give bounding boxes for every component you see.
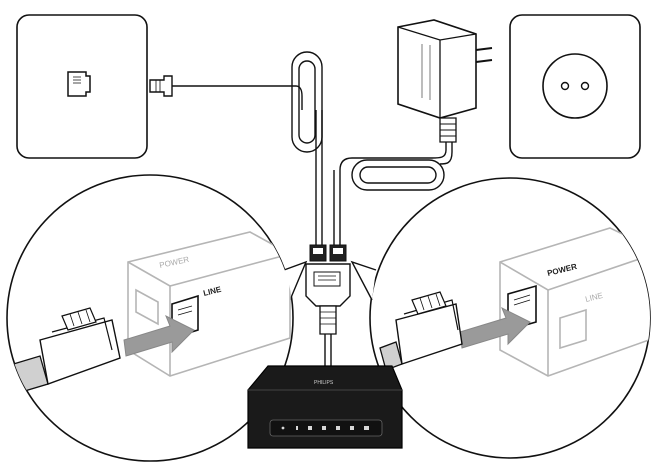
power-socket-icon [542,53,608,119]
phone-wall-plate [16,14,148,159]
rj-plug-right [379,291,463,371]
insert-arrow-right [459,306,531,349]
router-leds [281,426,369,430]
router-icon: PHILIPS [247,365,403,449]
insert-arrow-left [123,314,195,357]
label-line-left: LINE [202,285,223,298]
central-connectors [305,244,351,368]
phone-cable [172,51,323,245]
power-cable [333,142,453,245]
power-wall-plate [509,14,641,159]
zoom-detail-left: POWER LINE [6,174,308,462]
zoom-detail-right: POWER LINE [350,177,651,459]
label-line-right: LINE [584,291,603,304]
router-brand-label: PHILIPS [314,380,334,386]
rj11-socket-icon [67,71,91,97]
phone-plug [149,75,173,97]
power-adapter-icon [397,19,493,143]
